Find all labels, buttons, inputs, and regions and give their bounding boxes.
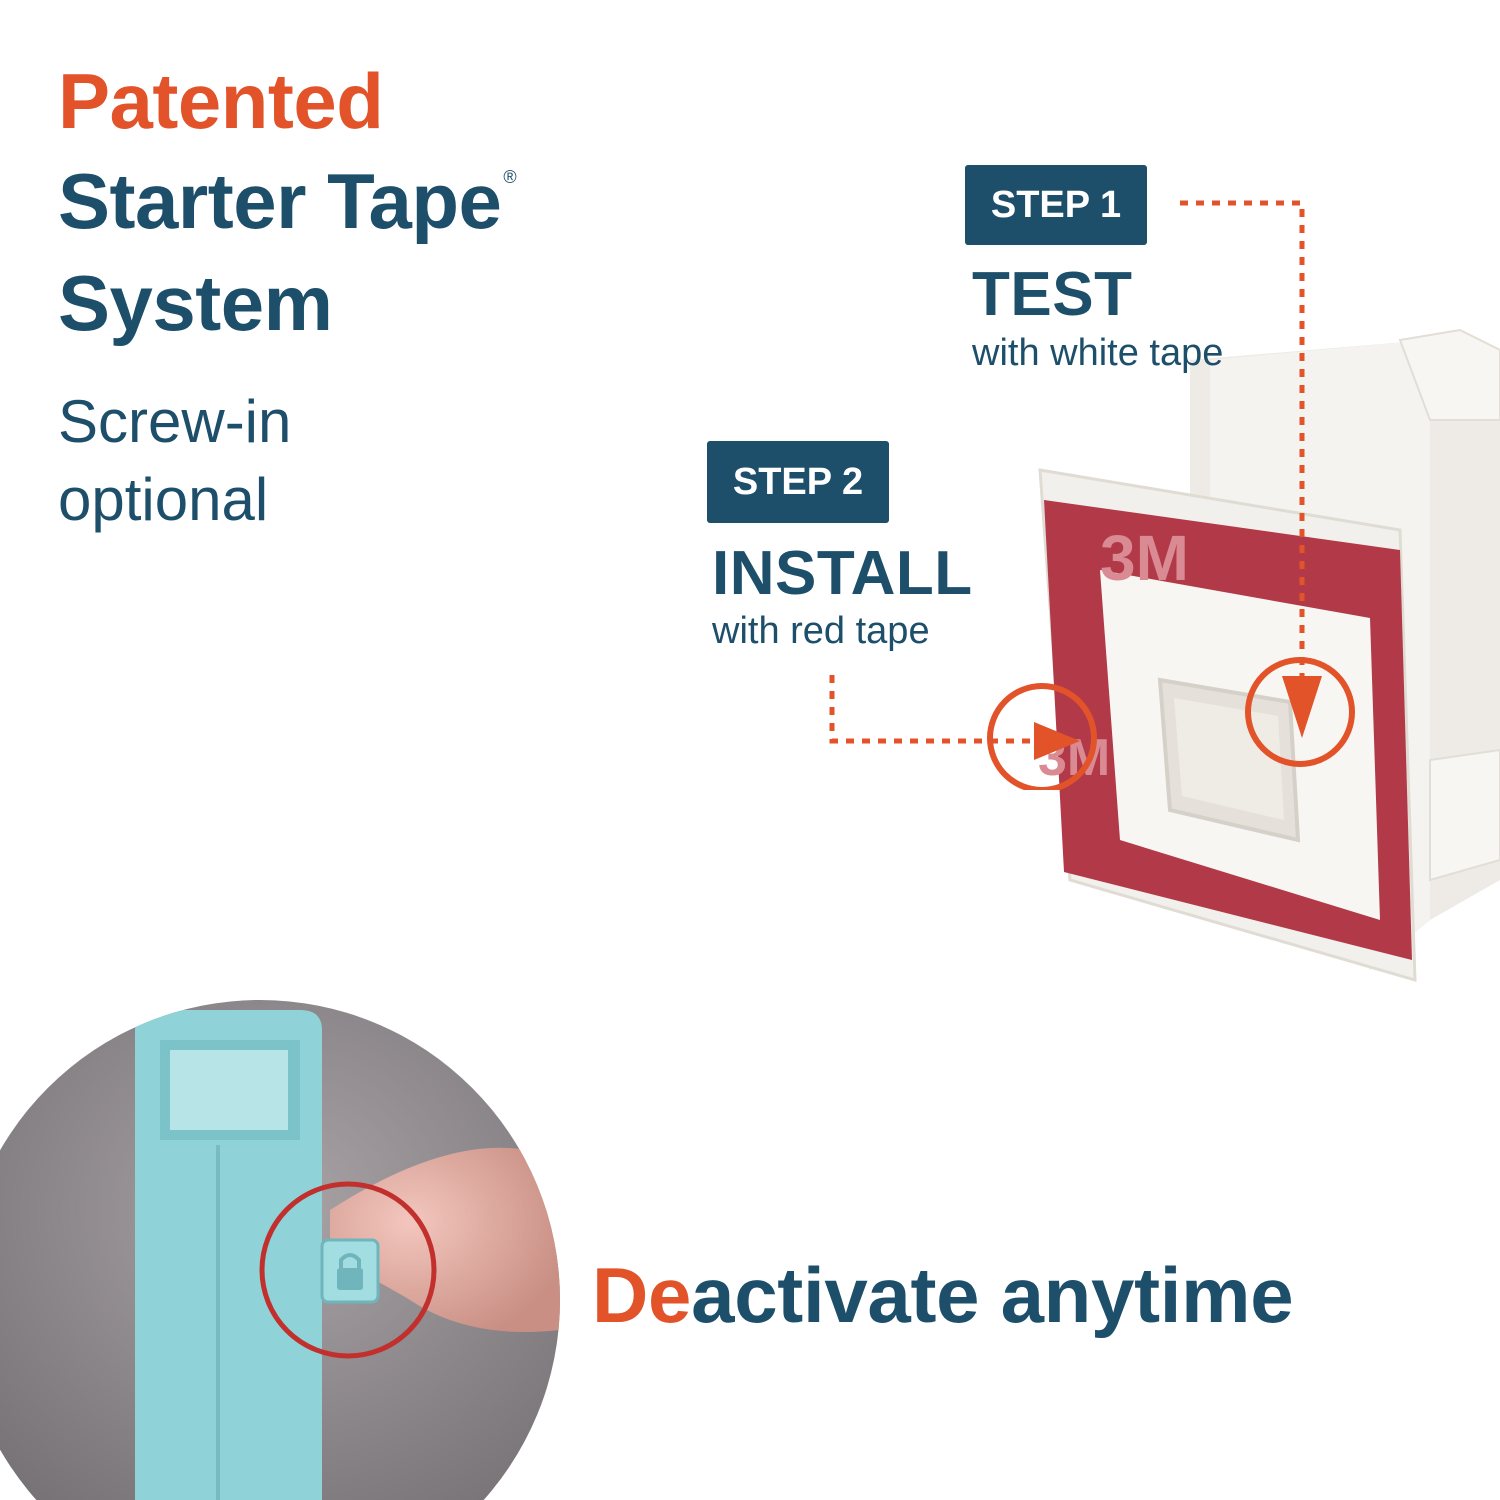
step-1-connector bbox=[1180, 200, 1305, 680]
registered-mark: ® bbox=[503, 167, 517, 187]
step-2-badge: STEP 2 bbox=[707, 441, 889, 523]
step-1-highlight-ring bbox=[1245, 657, 1355, 767]
product-logo-top: 3M bbox=[1100, 522, 1189, 594]
subtext-line-2: optional bbox=[58, 466, 269, 533]
headline-line-3-wrap: System bbox=[58, 264, 333, 342]
step-2-highlight-ring bbox=[987, 683, 1097, 790]
mount-window-inner bbox=[1174, 698, 1284, 820]
arrow-down-icon bbox=[1282, 676, 1322, 738]
deactivate-caption: Deactivate anytime bbox=[592, 1256, 1294, 1334]
lock-icon bbox=[337, 1253, 363, 1290]
headline-line-2-wrap: Starter Tape® bbox=[58, 162, 517, 240]
mount-clip-bottom bbox=[1429, 748, 1500, 882]
headline-line-3: System bbox=[58, 259, 333, 347]
step-connectors bbox=[829, 200, 1355, 790]
headline-line-1: Patented bbox=[58, 57, 384, 145]
device-closeup-image bbox=[0, 1000, 560, 1500]
mount-clip-top bbox=[1398, 328, 1500, 421]
headline-line-2-text: Starter Tape bbox=[58, 157, 502, 245]
deactivate-highlight: De bbox=[592, 1251, 692, 1339]
arrow-right-icon bbox=[1034, 722, 1080, 760]
subtext-line-1: Screw-in bbox=[58, 388, 292, 455]
step-1-badge: STEP 1 bbox=[965, 165, 1147, 245]
device-slot-inner bbox=[170, 1050, 288, 1130]
device-closeup-clip bbox=[0, 1000, 560, 1500]
step-2-title: INSTALL bbox=[712, 539, 973, 608]
device-body bbox=[135, 1010, 322, 1500]
lock-highlight-ring bbox=[259, 1181, 437, 1359]
step-2-desc: with red tape bbox=[712, 610, 930, 652]
headline-line-2: Starter Tape® bbox=[58, 162, 517, 240]
step-1-desc: with white tape bbox=[972, 332, 1224, 374]
deactivate-rest: activate anytime bbox=[691, 1251, 1294, 1339]
headline: Patented bbox=[58, 57, 384, 145]
step-2-connector bbox=[829, 675, 1040, 744]
step-1-title: TEST bbox=[972, 260, 1133, 329]
subtext: Screw-in optional bbox=[58, 392, 291, 530]
product-mount-image: 3M 3M bbox=[1038, 328, 1500, 983]
